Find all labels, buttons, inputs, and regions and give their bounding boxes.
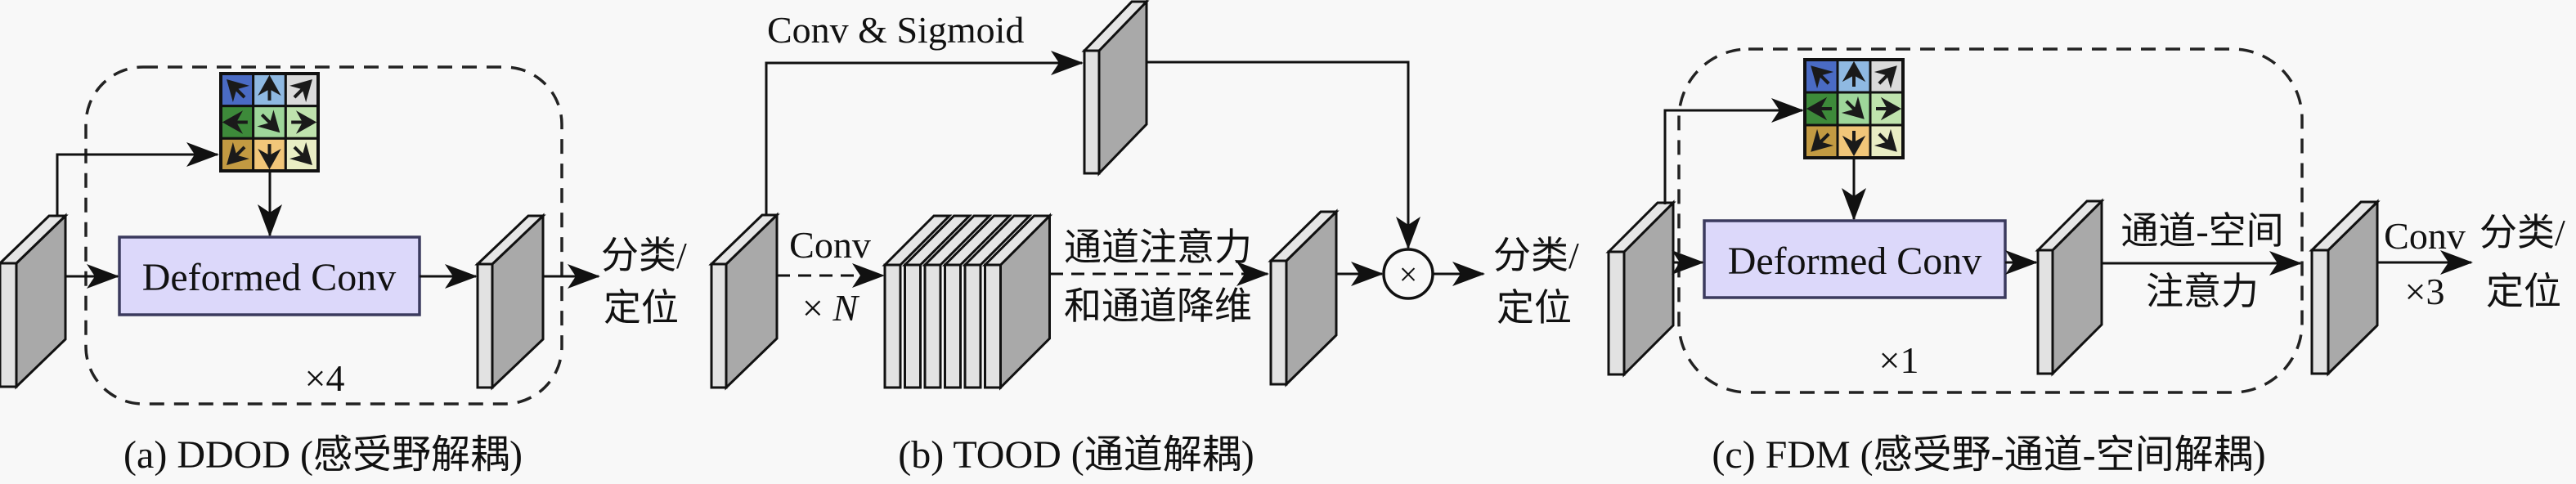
output-label-a-line1: 分类/ — [601, 235, 687, 276]
offset-arrow-icon — [289, 142, 312, 165]
slab-front-face — [944, 263, 962, 389]
stacked-feature-slice — [981, 213, 1053, 391]
feature-map-attention-c — [2309, 199, 2381, 377]
offset-arrow-icon — [227, 142, 249, 165]
feature-map-stack-b — [882, 213, 1053, 391]
stacked-feature-slice — [901, 214, 973, 389]
caption-a: (a) DDOD (感受野解耦) — [123, 433, 523, 477]
offset-arrow-icon — [258, 144, 281, 170]
offset-arrow-icon — [1842, 131, 1866, 157]
offset-arrow-icon — [227, 79, 249, 102]
conv-repeat-b-n: N — [832, 287, 859, 329]
caption-b: (b) TOOD (通道解耦) — [898, 433, 1254, 477]
feature-map-sigmoid-b — [1081, 0, 1150, 177]
attention-label-b-line1: 通道注意力 — [1064, 226, 1252, 268]
conv-repeat-b-text: × — [802, 287, 824, 329]
slab-front-face — [2310, 249, 2330, 375]
slab-front-face — [883, 263, 902, 389]
sigmoid-branch-arrow-b — [765, 51, 1084, 216]
stacked-feature-slice — [882, 214, 953, 389]
attention-label-c-line2: 注意力 — [2146, 271, 2259, 312]
deformed-conv-block-a: Deformed Conv — [118, 235, 421, 316]
sigmoid-branch-label-b: Conv & Sigmoid — [767, 9, 1024, 51]
stacked-feature-slice — [941, 214, 1013, 389]
attention-label-b-line2: 和通道降维 — [1064, 285, 1252, 327]
multiply-node-b: × — [1382, 248, 1434, 300]
output-label-c-line2: 定位 — [2486, 271, 2561, 312]
slab-front-face — [2036, 249, 2054, 375]
offset-arrow-icon — [222, 110, 248, 134]
deformed-conv-block-c: Deformed Conv — [1703, 219, 2007, 299]
feature-map-input-b — [708, 212, 780, 391]
slab-front-face — [1269, 259, 1288, 386]
offset-grid-a — [219, 72, 320, 173]
offset-branch-arrow-c — [1663, 98, 1804, 204]
repeat-count-c: ×1 — [1879, 339, 1919, 381]
offset-arrow-icon — [1841, 96, 1865, 119]
conv-label-c: Conv — [2384, 215, 2466, 257]
caption-c: (c) FDM (感受野-通道-空间解耦) — [1712, 433, 2265, 477]
offset-arrow-icon — [258, 74, 281, 101]
offset-arrow-icon — [1876, 96, 1902, 121]
output-label-c-line1: 分类/ — [2480, 212, 2565, 253]
conv-repeat-b: × N — [802, 287, 859, 329]
attention-label-c-line1: 通道-空间 — [2120, 210, 2283, 252]
offset-arrow-icon — [1806, 96, 1832, 121]
feature-map-input-c — [1605, 199, 1676, 378]
slab-front-face — [963, 263, 982, 389]
offset-arrow-icon — [1811, 128, 1834, 152]
slab-front-face — [923, 263, 942, 389]
panel-a-ddod: Deformed Conv ×4 分类/ 定位 (a) DDOD (感受野解耦) — [0, 65, 687, 477]
offset-arrow-icon — [289, 79, 312, 102]
offset-arrow-icon — [1874, 128, 1897, 152]
offset-arrow-icon — [291, 110, 317, 134]
sigmoid-to-multiply-line-b — [1147, 60, 1420, 249]
slab-front-face — [904, 263, 922, 389]
slab-front-face — [1607, 250, 1626, 376]
offset-arrow-icon — [1842, 60, 1866, 87]
feature-map-output-a — [474, 213, 546, 391]
slab-front-face — [1083, 49, 1101, 175]
conv-label-b: Conv — [789, 224, 871, 266]
offset-arrow-icon — [1811, 65, 1834, 89]
multiply-symbol: × — [1399, 256, 1418, 293]
output-label-b-line1: 分类/ — [1493, 235, 1579, 276]
feature-map-deformed-c — [2035, 198, 2105, 377]
offset-branch-arrow-a — [56, 142, 219, 217]
offset-arrow-icon — [1874, 65, 1897, 89]
slab-front-face — [710, 262, 728, 389]
panel-c-fdm: Deformed Conv ×1 通道-空间 注意力 Conv ×3 分类/ 定… — [1605, 47, 2565, 477]
slab-front-face — [476, 262, 494, 389]
stacked-feature-slice — [962, 214, 1033, 389]
feature-map-reduced-b — [1268, 208, 1340, 388]
slab-front-face — [984, 263, 1002, 389]
offset-arrow-icon — [257, 110, 280, 133]
offset-grid-c — [1803, 58, 1905, 159]
panel-b-tood: Conv & Sigmoid Conv × N 通道注意力 和通道降维 × 分类… — [708, 0, 1579, 477]
slab-front-face — [0, 262, 18, 388]
stacked-feature-slice — [922, 214, 993, 389]
output-label-b-line2: 定位 — [1497, 287, 1572, 329]
repeat-count-a: ×4 — [305, 357, 345, 399]
panel-a-repeat-region — [84, 65, 563, 406]
panel-c-repeat-region — [1677, 47, 2304, 394]
conv-repeat-c: ×3 — [2405, 271, 2445, 312]
output-label-a-line2: 定位 — [604, 287, 679, 329]
deformed-conv-label-a: Deformed Conv — [142, 256, 397, 299]
deformed-conv-label-c: Deformed Conv — [1728, 240, 1982, 283]
feature-map-input-a — [0, 213, 69, 390]
